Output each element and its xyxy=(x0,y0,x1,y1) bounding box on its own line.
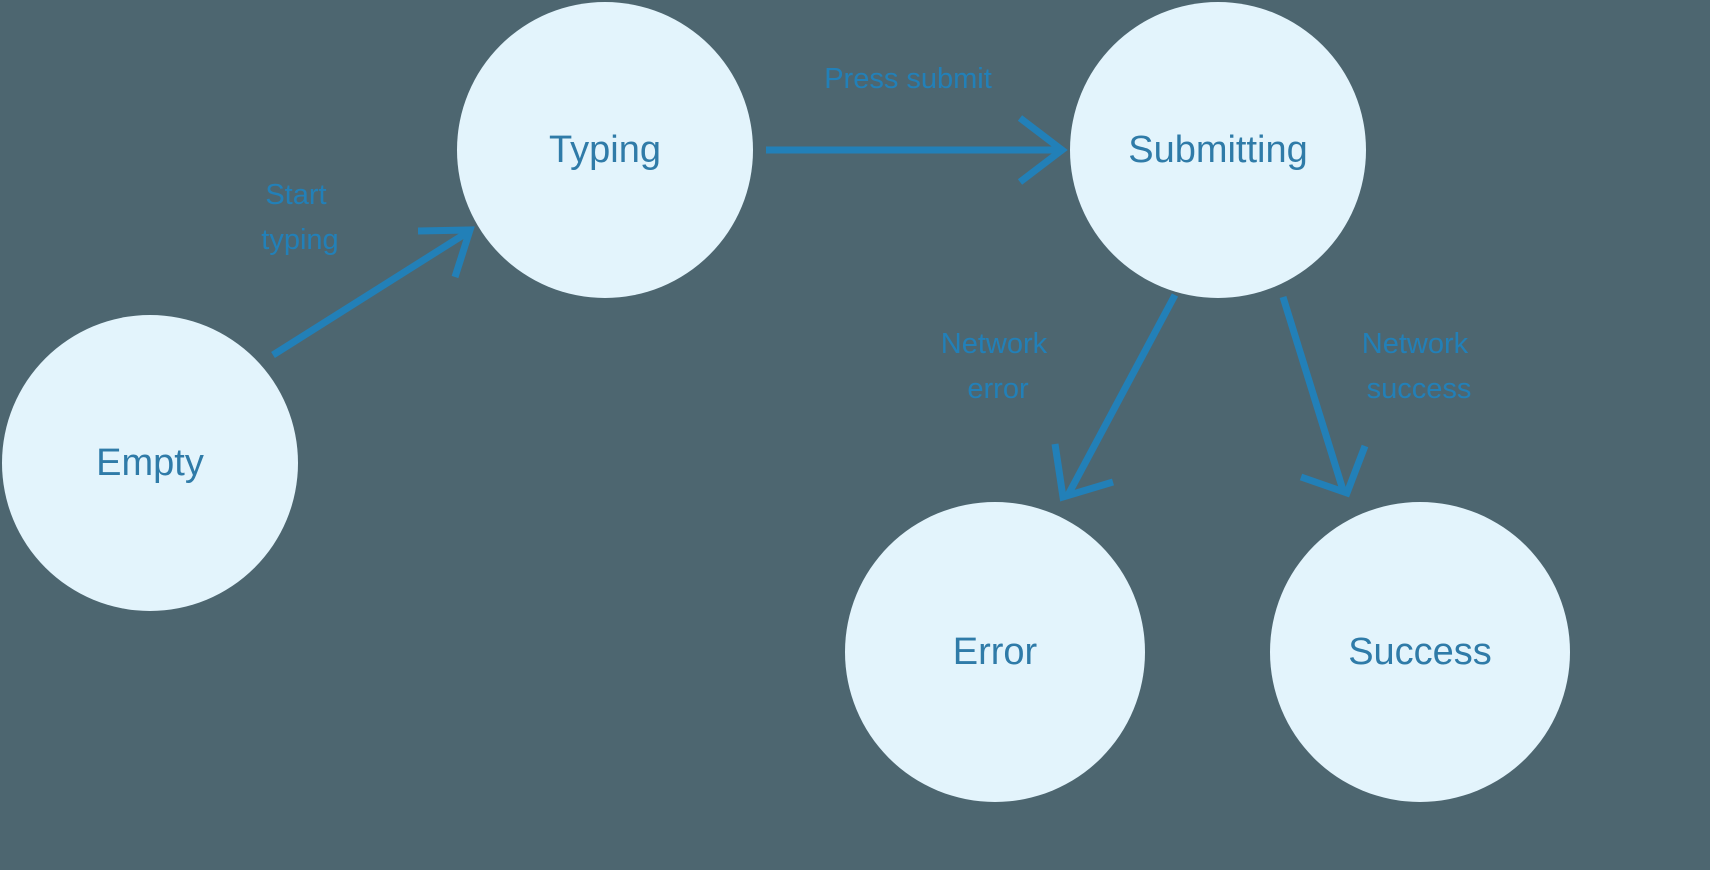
edge-label-line: Start xyxy=(265,179,326,211)
edge-submitting-to-success-arrowhead xyxy=(1299,444,1369,498)
state-node-empty-circle[interactable] xyxy=(2,315,298,611)
state-node-empty-label: Empty xyxy=(96,442,204,484)
state-node-success[interactable]: Success xyxy=(1270,502,1570,802)
state-node-error-circle[interactable] xyxy=(845,502,1145,802)
state-node-submitting-label: Submitting xyxy=(1128,129,1308,171)
state-node-error-label: Error xyxy=(953,631,1038,673)
edge-label-line: typing xyxy=(261,224,338,256)
edge-submitting-to-success: Network success xyxy=(1279,295,1476,498)
state-node-success-label: Success xyxy=(1348,631,1492,673)
state-node-typing[interactable]: Typing xyxy=(457,2,753,298)
state-node-submitting[interactable]: Submitting xyxy=(1070,2,1366,298)
state-node-typing-circle[interactable] xyxy=(457,2,753,298)
edge-empty-to-typing: Start typing xyxy=(261,179,475,358)
edge-label-network-success: Network success xyxy=(1362,328,1476,405)
edge-label-line: success xyxy=(1367,373,1472,405)
edge-submitting-to-error-line xyxy=(1064,293,1179,497)
edge-typing-to-submitting-arrowhead xyxy=(1017,115,1068,185)
edge-label-line: error xyxy=(967,373,1029,405)
edge-label-line: Network xyxy=(1362,328,1469,360)
edge-empty-to-typing-line xyxy=(271,229,470,358)
edge-typing-to-submitting: Press submit xyxy=(766,63,1068,185)
edge-empty-to-typing-arrowhead xyxy=(417,226,475,279)
state-node-success-circle[interactable] xyxy=(1270,502,1570,802)
state-node-empty[interactable]: Empty xyxy=(2,315,298,611)
edge-label-network-error: Network error xyxy=(941,328,1055,405)
edge-label-start-typing: Start typing xyxy=(261,179,338,256)
edge-label-line: Press submit xyxy=(824,63,992,95)
state-node-error[interactable]: Error xyxy=(845,502,1145,802)
edge-label-press-submit: Press submit xyxy=(824,63,992,95)
edge-submitting-to-error: Network error xyxy=(941,293,1179,502)
state-node-typing-label: Typing xyxy=(549,129,661,171)
edge-label-line: Network xyxy=(941,328,1048,360)
edge-submitting-to-success-line xyxy=(1279,295,1347,492)
edge-submitting-to-error-arrowhead xyxy=(1051,443,1115,502)
state-node-submitting-circle[interactable] xyxy=(1070,2,1366,298)
